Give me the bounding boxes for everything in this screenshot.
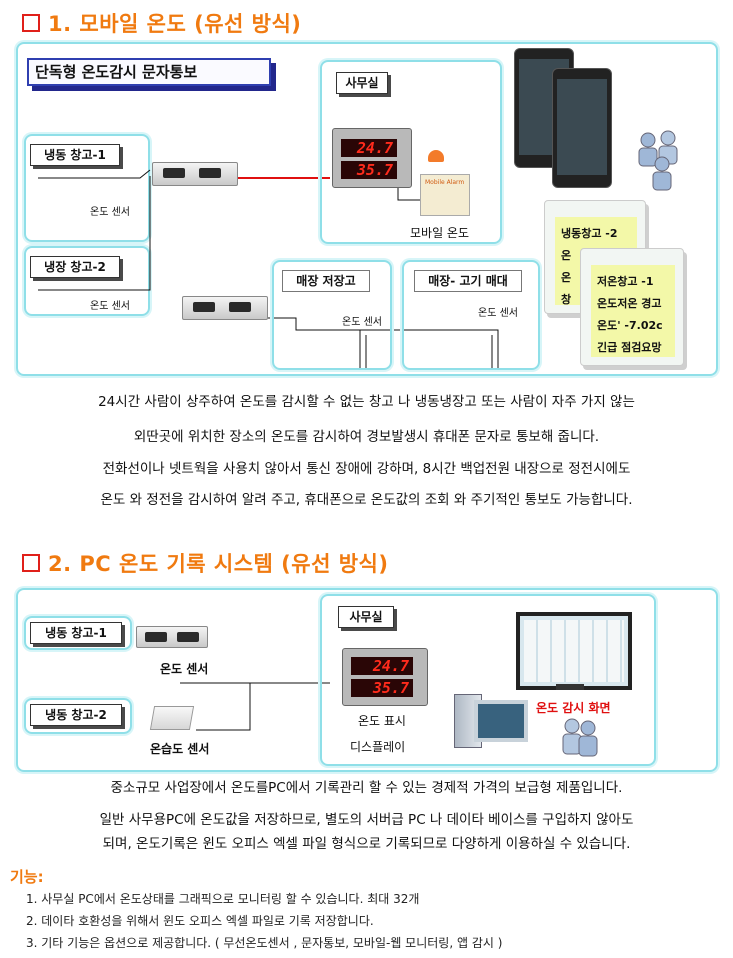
sms-back-line-4: 창: [561, 293, 572, 306]
mobile-alarm-device: Mobile Alarm: [420, 174, 470, 216]
mart-storage-room: [272, 260, 392, 370]
users-icon: [634, 128, 678, 191]
section2-heading: 2. PC 온도 기록 시스템 (유선 방식): [22, 548, 388, 578]
section1-panel: [16, 42, 718, 376]
s2-humidity-sensor-label: 온습도 센서: [150, 742, 210, 756]
sms-back-line-3: 온: [561, 271, 572, 284]
features-heading: 기능:: [10, 868, 44, 886]
section1-cables: [38, 169, 499, 368]
mart-meat-sensor-label: 온도 센서: [478, 308, 518, 319]
section2-title: 2. PC 온도 기록 시스템 (유선 방식): [48, 552, 389, 576]
section1-para-1: 24시간 사람이 상주하여 온도를 감시할 수 없는 창고 나 냉동냉장고 또는…: [98, 394, 635, 410]
sms-back-line-1: 냉동창고 -2: [561, 227, 618, 240]
temp-sensor-device-2: [182, 296, 268, 320]
temp-display-1: 24.7 35.7: [332, 128, 412, 188]
fridge2-label: 냉장 창고-2: [30, 256, 120, 278]
temp-display-2: 24.7 35.7: [342, 648, 428, 706]
section1-heading: 1. 모바일 온도 (유선 방식): [22, 8, 301, 38]
s2-freezer1-label: 냉동 창고-1: [30, 622, 122, 644]
mobile-alarm-brand: Mobile Alarm: [425, 179, 465, 186]
section2-cables: [180, 682, 330, 731]
display2-humidity: 35.7: [351, 679, 413, 697]
cable-mart: [268, 317, 499, 368]
pc-monitor-icon: [474, 700, 528, 742]
office-label: 사무실: [336, 72, 388, 94]
mart-meat-room: [402, 260, 540, 370]
standalone-box-title: 단독형 온도감시 문자통보: [27, 58, 271, 86]
users-icon-2: [560, 716, 600, 766]
sms-front-line-2: 온도저온 경고: [597, 297, 662, 310]
checkbox-icon: [22, 554, 40, 572]
s2-freezer2-label: 냉동 창고-2: [30, 704, 122, 726]
section1-title: 1. 모바일 온도 (유선 방식): [48, 12, 302, 36]
office-room: [320, 60, 502, 244]
mart-storage-sensor-label: 온도 센서: [342, 317, 382, 328]
display1-humidity: 35.7: [341, 161, 397, 179]
s2-temp-sensor: [136, 626, 208, 648]
cable-display-to-alarm: [397, 187, 420, 201]
checkbox-icon: [22, 14, 40, 32]
s2-cable-humid: [196, 683, 251, 731]
section2-para-1: 중소규모 사업장에서 온도를PC에서 기록관리 할 수 있는 경제적 가격의 보…: [110, 780, 623, 796]
cable-freezer1: [38, 169, 151, 179]
freezer1-label: 냉동 창고-1: [30, 144, 120, 166]
monitor-stand: [556, 684, 584, 690]
display-label-line1: 온도 표시: [358, 714, 406, 728]
freezer1-room: [24, 134, 150, 242]
s2-freezer2-room: [24, 698, 132, 734]
section2-panel: [16, 588, 718, 772]
alarm-siren-icon: [428, 150, 444, 162]
cable-fridge2: [38, 176, 151, 291]
s2-office-label: 사무실: [338, 606, 394, 628]
feature-item-1: 1. 사무실 PC에서 온도상태를 그래픽으로 모니터링 할 수 있습니다. 최…: [26, 892, 420, 906]
mart-storage-label: 매장 저장고: [282, 270, 370, 292]
monitor-label: 온도 감시 화면: [536, 701, 611, 715]
feature-item-3: 3. 기타 기능은 옵션으로 제공합니다. ( 무선온도센서 , 문자통보, 모…: [26, 936, 503, 950]
smartphone-2: [552, 68, 612, 188]
s2-temp-sensor-label: 온도 센서: [160, 662, 209, 676]
mart-meat-label: 매장- 고기 매대: [414, 270, 522, 292]
section2-para-2: 일반 사무용PC에 온도값을 저장하므로, 별도의 서버급 PC 나 데이타 베…: [99, 812, 634, 828]
section1-para-3: 전화선이나 넷트웍을 사용치 않아서 통신 장애에 강하며, 8시간 백업전원 …: [102, 461, 631, 477]
sms-back-line-2: 온: [561, 249, 572, 262]
mobile-temp-label: 모바일 온도: [410, 226, 470, 240]
sms-front-line-1: 저온창고 -1: [597, 275, 654, 288]
temp-sensor-device-1: [152, 162, 238, 186]
section1-para-2: 외딴곳에 위치한 장소의 온도를 감시하여 경보발생시 휴대폰 문자로 통보해 …: [133, 429, 600, 445]
freezer1-sensor-label: 온도 센서: [90, 207, 130, 218]
feature-item-2: 2. 데이타 호환성을 위해서 윈도 오피스 엑셀 파일로 기록 저장합니다.: [26, 914, 374, 928]
section2-para-3: 되며, 온도기록은 윈도 오피스 엑셀 파일 형식으로 기록되므로 다양하게 이…: [102, 836, 631, 852]
fridge2-sensor-label: 온도 센서: [90, 301, 130, 312]
sms-front-line-3: 온도' -7.02c: [597, 319, 663, 332]
fridge2-room: [24, 246, 150, 316]
monitoring-screen: [516, 612, 632, 690]
sms-message-front: 저온창고 -1 온도저온 경고 온도' -7.02c 긴급 점검요망: [580, 248, 684, 366]
display1-temp: 24.7: [341, 139, 397, 157]
sms-front-line-4: 긴급 점검요망: [597, 341, 662, 354]
display-label-line2: 디스플레이: [350, 740, 406, 754]
s2-office-room: [320, 594, 656, 766]
s2-freezer1-room: [24, 616, 132, 650]
display2-temp: 24.7: [351, 657, 413, 675]
section1-para-4: 온도 와 정전을 감시하여 알려 주고, 휴대폰으로 온도값의 조회 와 주기적…: [100, 492, 633, 508]
